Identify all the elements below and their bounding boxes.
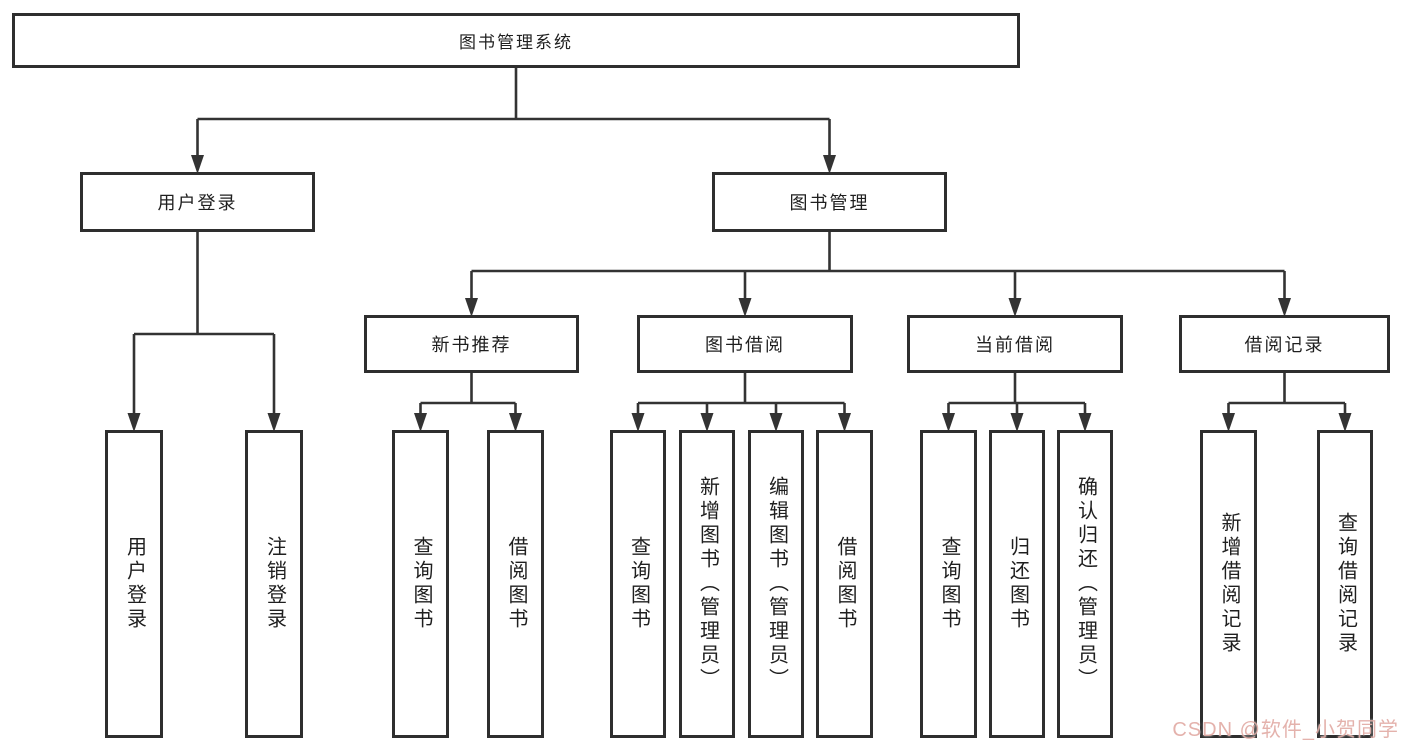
node-borrow-records: 借阅记录 [1179,315,1390,373]
node-user-login: 用户登录 [80,172,315,232]
node-br-query: 查询借阅记录 [1317,430,1373,738]
node-label: 图书借阅 [705,335,785,355]
watermark: CSDN @软件_小贺同学 [1172,719,1399,741]
node-bb-add: 新增图书（管理员） [679,430,735,738]
node-bb-borrow: 借阅图书 [816,430,873,738]
node-label: 新增图书（管理员） [696,476,719,692]
node-label: 查询借阅记录 [1334,512,1357,656]
node-book-mgmt: 图书管理 [712,172,947,232]
node-br-add: 新增借阅记录 [1200,430,1257,738]
node-label: 归还图书 [1006,536,1029,632]
node-label: 图书管理 [789,193,870,213]
node-label: 查询图书 [410,536,432,632]
node-label: 注销登录 [263,536,286,632]
node-label: 查询图书 [938,536,960,632]
node-current-borrow: 当前借阅 [907,315,1123,373]
node-label: 用户登录 [157,193,238,213]
node-label: 编辑图书（管理员） [765,476,788,692]
node-label: 借阅图书 [505,536,527,632]
node-label: 查询图书 [627,536,650,632]
node-label: 新书推荐 [431,335,512,355]
node-cb-confirm: 确认归还（管理员） [1057,430,1113,738]
node-label: 图书管理系统 [459,33,573,52]
node-nb-query: 查询图书 [392,430,449,738]
node-label: 新增借阅记录 [1218,512,1240,656]
node-bb-edit: 编辑图书（管理员） [748,430,804,738]
node-leaf-logout: 注销登录 [245,430,303,738]
node-leaf-user-login: 用户登录 [105,430,163,738]
node-label: 当前借阅 [975,335,1055,355]
node-book-borrow: 图书借阅 [637,315,853,373]
node-nb-borrow: 借阅图书 [487,430,544,738]
node-label: 借阅图书 [834,536,856,632]
node-root: 图书管理系统 [12,13,1020,68]
node-cb-query: 查询图书 [920,430,977,738]
node-cb-return: 归还图书 [989,430,1045,738]
node-label: 借阅记录 [1244,335,1325,355]
node-bb-query: 查询图书 [610,430,666,738]
node-label: 确认归还（管理员） [1074,476,1097,692]
node-label: 用户登录 [123,536,146,632]
node-new-book-rec: 新书推荐 [364,315,579,373]
